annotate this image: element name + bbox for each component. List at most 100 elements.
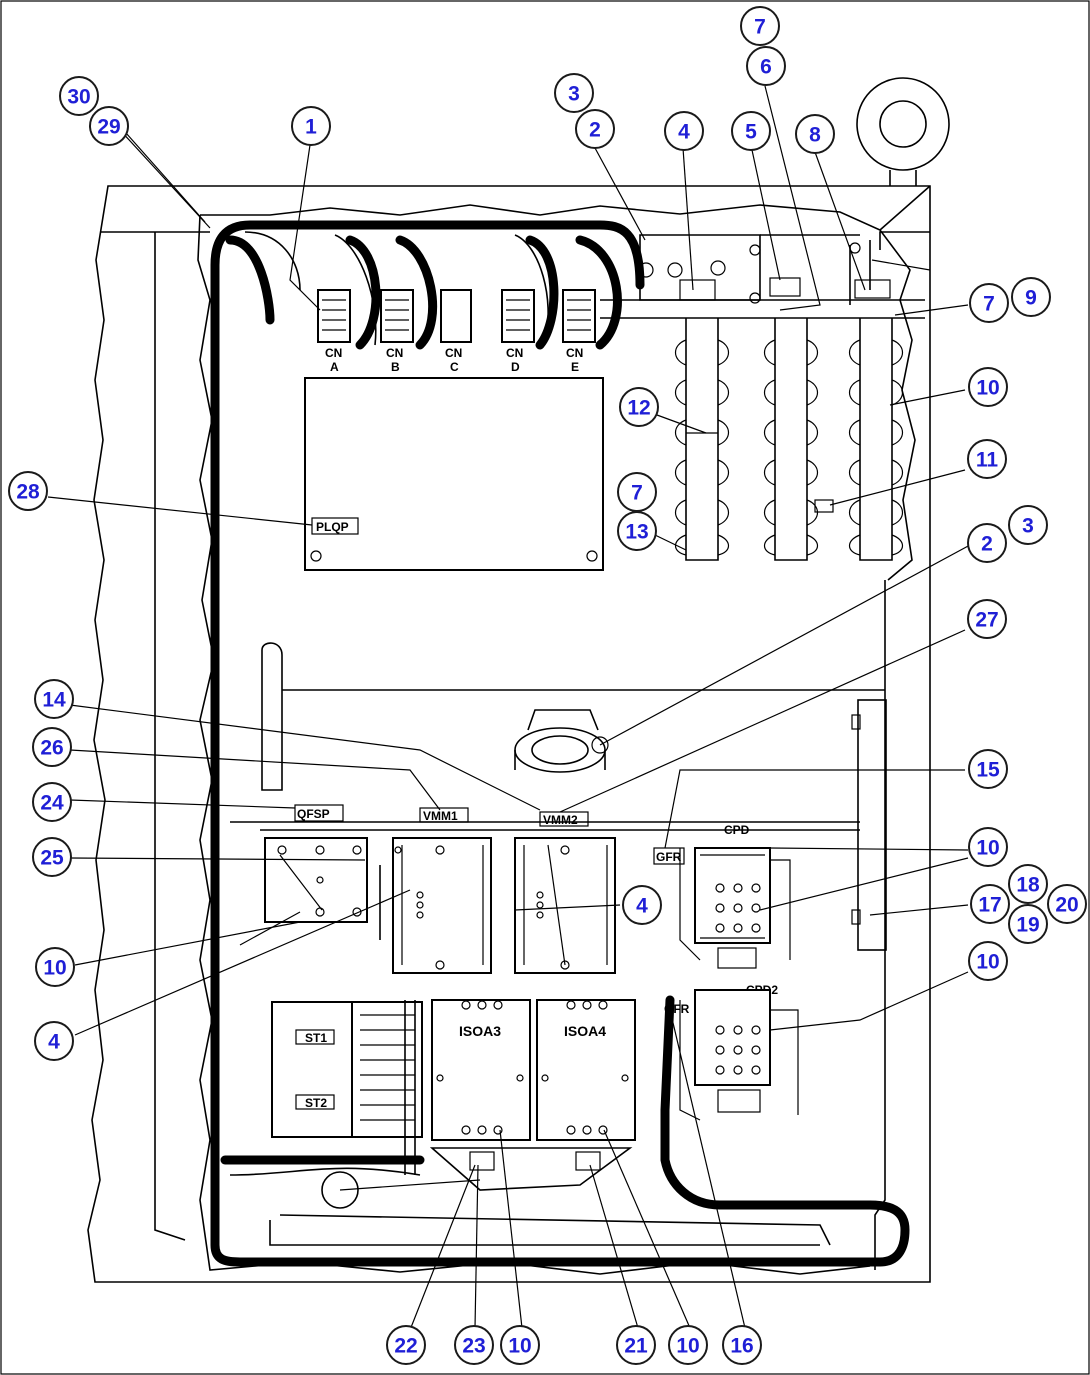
vmm1-module: [379, 837, 492, 974]
callout-11: 11: [967, 439, 1007, 479]
isoa3-label: ISOA3: [459, 1023, 501, 1039]
svg-text:2: 2: [981, 533, 993, 556]
svg-text:28: 28: [16, 481, 40, 504]
callout-20: 20: [1047, 884, 1087, 924]
callout-2-top: 2: [575, 109, 615, 149]
callout-4-left: 4: [34, 1021, 74, 1061]
cn-b-id: B: [391, 360, 400, 374]
svg-text:18: 18: [1016, 874, 1040, 897]
callout-4-top: 4: [664, 111, 704, 151]
cpd2-relay: [679, 989, 799, 1121]
svg-text:10: 10: [976, 377, 999, 400]
cn-d-label: CN: [506, 346, 523, 360]
svg-text:7: 7: [631, 482, 643, 505]
isoa4-label: ISOA4: [564, 1023, 606, 1039]
cpd-label: CPD: [724, 823, 750, 837]
vmm1-tag: [419, 807, 469, 823]
callout-28: 28: [8, 471, 48, 511]
svg-text:13: 13: [625, 521, 648, 544]
svg-text:16: 16: [730, 1335, 753, 1358]
svg-text:29: 29: [97, 116, 120, 139]
wire-harness: [210, 220, 910, 1267]
callout-17: 17: [970, 884, 1010, 924]
st2-label: ST2: [305, 1096, 327, 1110]
svg-text:9: 9: [1025, 287, 1037, 310]
callout-12: 12: [619, 387, 659, 427]
callout-1: 1: [291, 106, 331, 146]
svg-text:5: 5: [745, 121, 757, 144]
callout-10-lower-right: 10: [968, 941, 1008, 981]
callout-21: 21: [616, 1325, 656, 1365]
cpd-relay: [679, 847, 791, 969]
svg-text:10: 10: [508, 1335, 531, 1358]
hinge-panel: [851, 699, 887, 951]
svg-text:23: 23: [462, 1335, 485, 1358]
svg-text:11: 11: [976, 449, 999, 472]
gfr2-label: GFR: [664, 1002, 690, 1016]
svg-text:6: 6: [760, 56, 772, 79]
cn-a-id: A: [330, 360, 339, 374]
callout-19: 19: [1008, 904, 1048, 944]
svg-text:26: 26: [40, 737, 63, 760]
svg-text:14: 14: [42, 689, 66, 712]
qfsp-bracket: [261, 642, 885, 822]
svg-text:7: 7: [754, 16, 766, 39]
terminal-strip-3: [848, 318, 904, 561]
svg-text:22: 22: [394, 1335, 417, 1358]
callout-10-right: 10: [968, 827, 1008, 867]
svg-text:1: 1: [305, 116, 317, 139]
qfsp-label: QFSP: [297, 807, 330, 821]
callout-15: 15: [968, 749, 1008, 789]
cn-a-label: CN: [325, 346, 342, 360]
lifting-eyebolt: [856, 77, 950, 186]
callout-27: 27: [967, 599, 1007, 639]
cn-d-id: D: [511, 360, 520, 374]
svg-text:25: 25: [40, 847, 64, 870]
vmm1-label: VMM1: [423, 809, 458, 823]
isoa4-module: [536, 999, 636, 1171]
callout-9: 9: [1011, 277, 1051, 317]
callout-10-bottom-b: 10: [668, 1325, 708, 1365]
svg-text:3: 3: [1022, 515, 1034, 538]
svg-text:3: 3: [568, 83, 580, 106]
cn-e-label: CN: [566, 346, 583, 360]
cn-c-id: C: [450, 360, 459, 374]
callout-18: 18: [1008, 864, 1048, 904]
callout-10-bottom-a: 10: [500, 1325, 540, 1365]
terminal-strip-1: [674, 318, 730, 561]
cn-connectors: [317, 289, 596, 343]
svg-text:8: 8: [809, 124, 821, 147]
callout-7-right: 7: [969, 283, 1009, 323]
callout-5: 5: [731, 111, 771, 151]
vmm2-label: VMM2: [543, 813, 578, 827]
vmm2-tag: [539, 811, 589, 827]
leader-lines: [47, 85, 971, 1331]
cn-c-label: CN: [445, 346, 462, 360]
svg-text:15: 15: [976, 759, 1000, 782]
svg-text:19: 19: [1016, 914, 1039, 937]
terminal-rail: [600, 234, 925, 319]
callout-3-right: 3: [1008, 505, 1048, 545]
callout-13: 13: [617, 511, 657, 551]
callout-6: 6: [746, 46, 786, 86]
callout-30: 30: [59, 76, 99, 116]
callout-8: 8: [795, 114, 835, 154]
isoa3-module: [431, 999, 531, 1171]
callout-24: 24: [32, 782, 72, 822]
svg-text:7: 7: [983, 293, 995, 316]
callout-10-top: 10: [968, 367, 1008, 407]
callout-14: 14: [34, 679, 74, 719]
terminal-strip-2: [763, 318, 834, 561]
svg-text:10: 10: [43, 957, 66, 980]
callout-22: 22: [386, 1325, 426, 1365]
plqp-board: [304, 377, 604, 571]
svg-text:4: 4: [678, 121, 690, 144]
gfr-tag: [653, 847, 685, 865]
callout-2-right: 2: [967, 523, 1007, 563]
buzzer-horn: [514, 709, 609, 773]
callout-16: 16: [722, 1325, 762, 1365]
svg-text:10: 10: [976, 951, 999, 974]
plqp-label: PLQP: [316, 520, 349, 534]
